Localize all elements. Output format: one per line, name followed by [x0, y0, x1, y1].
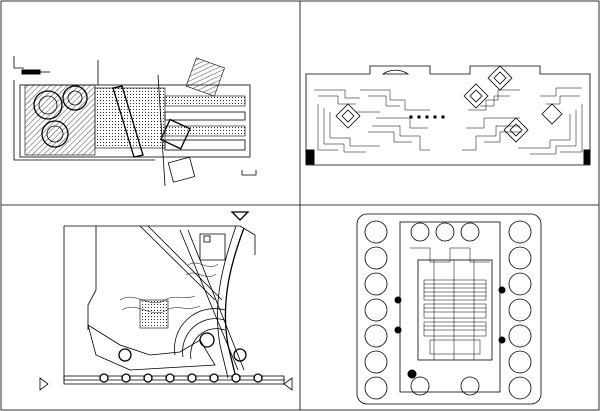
round-planter-2: [62, 85, 88, 111]
diagonal-path-1: [139, 225, 216, 301]
accent-shrubs: [394, 286, 506, 379]
north-marker: [21, 69, 41, 75]
courtyard-boundary: [356, 213, 542, 405]
section-marker-left: [39, 377, 49, 391]
curved-boundary: [224, 227, 245, 379]
round-planter-1: [33, 90, 63, 120]
diamond-motifs: [335, 65, 563, 143]
diagonal-walkway: [112, 85, 144, 158]
rotated-pavilion-top: [185, 57, 225, 97]
courtyard-tree-plan: [356, 213, 542, 405]
semicircle-plaza: [381, 69, 410, 75]
maze-lines-left: [314, 89, 430, 153]
building-top: [199, 233, 226, 261]
tree-symbols: [118, 332, 247, 362]
dotted-paving: [94, 87, 166, 149]
paving-pattern-plan: [305, 65, 591, 166]
central-structure: [410, 247, 493, 361]
park-site-plan: [39, 211, 293, 391]
north-arrow: [230, 211, 250, 221]
round-planter-3: [41, 120, 69, 148]
plaza-edge: [87, 324, 216, 371]
rotated-pavilion-mid: [159, 118, 191, 150]
section-marker-right: [283, 377, 293, 391]
diagonal-path-2: [179, 229, 239, 371]
center-bollards: [409, 115, 445, 119]
tree-canopies: [364, 220, 532, 400]
maze-lines-right: [462, 87, 583, 155]
plaza-plan-a: [13, 56, 257, 187]
inner-block: [399, 221, 501, 393]
seating-area: [139, 299, 169, 329]
hatched-court: [24, 84, 96, 156]
